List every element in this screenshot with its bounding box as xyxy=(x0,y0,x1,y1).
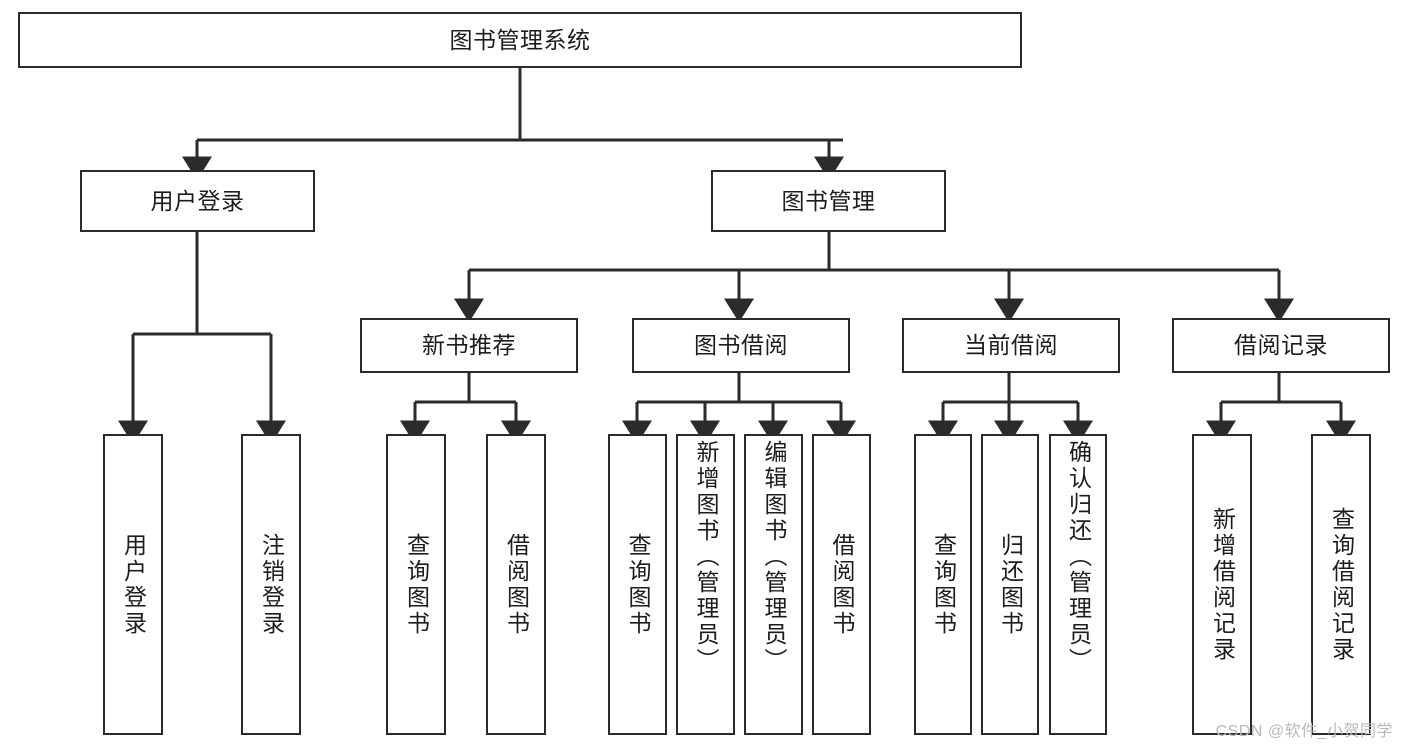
node-label: 当前借阅 xyxy=(964,332,1058,359)
leaf-borrow-query-book[interactable]: 查询图书 xyxy=(608,434,667,735)
node-label: 图书管理系统 xyxy=(449,26,591,53)
node-label: 用户登录 xyxy=(120,532,147,637)
csdn-watermark: CSDN @软件_小贺同学 xyxy=(1215,723,1393,740)
leaf-recommend-query-book[interactable]: 查询图书 xyxy=(386,434,446,735)
leaf-recommend-borrow-book[interactable]: 借阅图书 xyxy=(486,434,546,735)
leaf-borrow-edit-book-admin[interactable]: 编辑图书（管理员） xyxy=(744,434,803,735)
leaf-borrow-borrow-book[interactable]: 借阅图书 xyxy=(812,434,871,735)
node-label: 查询图书 xyxy=(403,532,430,637)
node-label: 编辑图书（管理员） xyxy=(761,440,787,674)
node-label: 新书推荐 xyxy=(422,332,516,359)
node-label: 借阅图书 xyxy=(503,532,530,637)
leaf-record-add-record[interactable]: 新增借阅记录 xyxy=(1192,434,1252,735)
node-book-management[interactable]: 图书管理 xyxy=(711,170,946,232)
node-label: 图书管理 xyxy=(781,187,876,214)
node-label: 新增图书（管理员） xyxy=(693,440,719,674)
node-user-login[interactable]: 用户登录 xyxy=(80,170,315,232)
leaf-record-query-record[interactable]: 查询借阅记录 xyxy=(1311,434,1371,735)
leaf-current-return-book[interactable]: 归还图书 xyxy=(981,434,1039,735)
node-label: 借阅记录 xyxy=(1234,332,1328,359)
node-label: 用户登录 xyxy=(150,187,245,214)
node-new-book-recommend[interactable]: 新书推荐 xyxy=(360,318,578,373)
node-book-borrow[interactable]: 图书借阅 xyxy=(632,318,850,373)
node-label: 归还图书 xyxy=(997,532,1024,637)
leaf-user-login-logout[interactable]: 注销登录 xyxy=(241,434,301,735)
node-label: 确认归还（管理员） xyxy=(1065,440,1092,674)
node-label: 查询借阅记录 xyxy=(1328,506,1355,663)
node-label: 查询图书 xyxy=(930,532,957,637)
node-label: 查询图书 xyxy=(625,532,651,637)
node-label: 借阅图书 xyxy=(829,532,855,637)
node-borrow-record[interactable]: 借阅记录 xyxy=(1172,318,1390,373)
leaf-borrow-add-book-admin[interactable]: 新增图书（管理员） xyxy=(676,434,735,735)
leaf-current-confirm-return-admin[interactable]: 确认归还（管理员） xyxy=(1049,434,1107,735)
leaf-current-query-book[interactable]: 查询图书 xyxy=(914,434,972,735)
node-label: 新增借阅记录 xyxy=(1209,506,1236,663)
node-label: 图书借阅 xyxy=(694,332,788,359)
node-root-system[interactable]: 图书管理系统 xyxy=(18,12,1022,68)
node-current-borrow[interactable]: 当前借阅 xyxy=(902,318,1120,373)
node-label: 注销登录 xyxy=(258,532,285,637)
leaf-user-login-login[interactable]: 用户登录 xyxy=(103,434,163,735)
